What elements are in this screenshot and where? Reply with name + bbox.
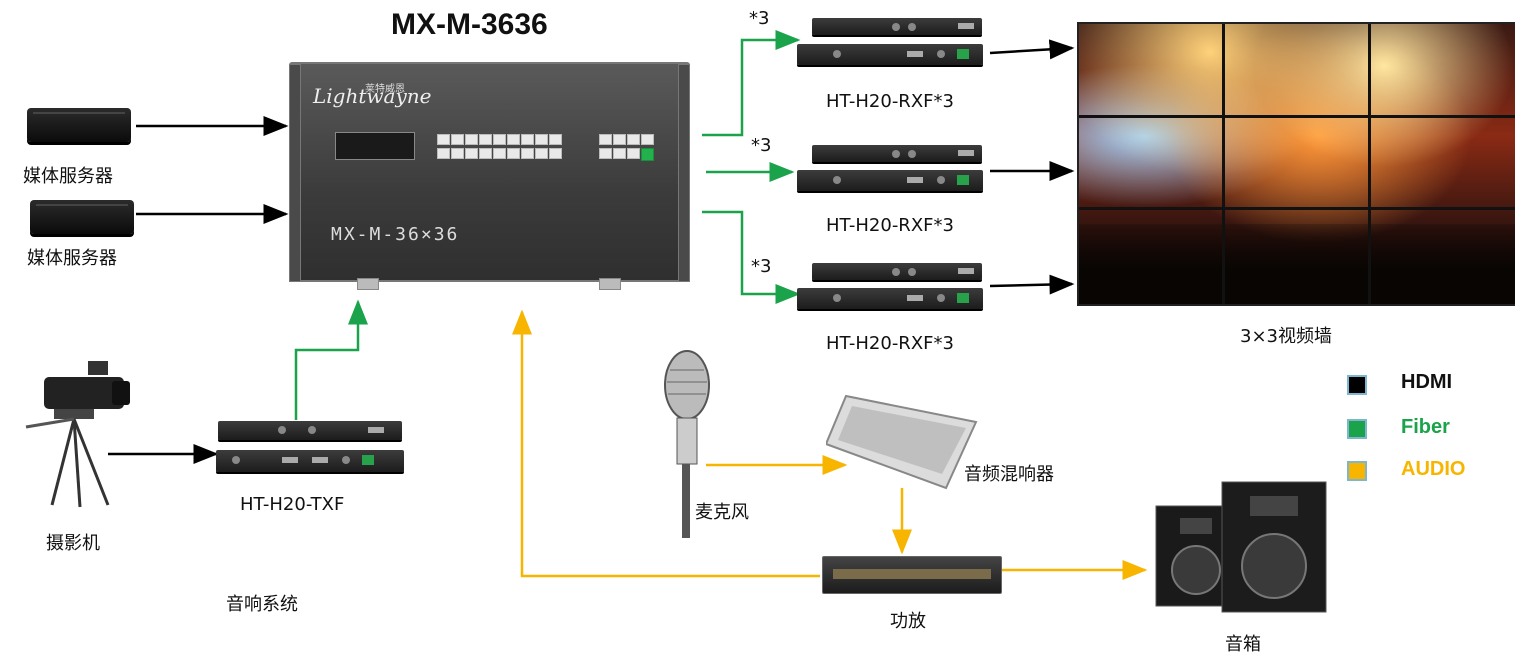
rack-ear-right: [678, 64, 690, 282]
media-server-label: 媒体服务器: [23, 166, 113, 187]
amplifier-label: 功放: [890, 611, 926, 632]
lcd-display: [335, 132, 415, 160]
matrix-switcher: Lightwayne 莱特威恩 MX-M-36×36: [289, 62, 690, 290]
speaker-icon: [1155, 481, 1327, 613]
media-server-icon: [30, 200, 134, 234]
video-camera-icon: [25, 361, 130, 508]
legend-label-fiber: Fiber: [1401, 416, 1450, 438]
transmitter-label: HT-H20-TXF: [240, 494, 345, 515]
video-wall-label: 3×3视频墙: [1240, 326, 1332, 347]
transmitter-unit: [216, 450, 404, 472]
input-buttons: [437, 134, 562, 159]
audio-line: [512, 309, 820, 578]
brand-logo: Lightwayne: [313, 84, 432, 108]
receiver-unit: [812, 18, 982, 35]
fiber-line: [702, 30, 801, 137]
amplifier-icon: [822, 556, 1002, 594]
video-wall-seam: [1222, 24, 1225, 304]
video-wall-seam: [1079, 115, 1515, 118]
video-wall-seam: [1079, 207, 1515, 210]
receiver-label: HT-H20-RXF*3: [826, 91, 954, 112]
video-wall-seam: [1368, 24, 1371, 304]
control-buttons: [599, 134, 654, 161]
receiver-unit: [797, 288, 983, 309]
fiber-line: [702, 210, 801, 304]
audio-mixer-icon: [826, 394, 978, 490]
matrix-foot: [357, 278, 379, 290]
receiver-count: *3: [751, 256, 772, 277]
audio-system-label: 音响系统: [226, 594, 298, 615]
media-server-icon: [27, 108, 131, 142]
receiver-unit: [797, 44, 983, 65]
receiver-unit: [812, 145, 982, 162]
legend-swatch-hdmi: [1347, 375, 1367, 395]
microphone-label: 麦克风: [695, 502, 749, 523]
fiber-line: [294, 299, 368, 420]
amplifier-panel: [833, 569, 991, 579]
video-wall: [1077, 22, 1515, 306]
receiver-count: *3: [751, 135, 772, 156]
media-server-label: 媒体服务器: [27, 248, 117, 269]
microphone-icon: [664, 350, 710, 538]
matrix-foot: [599, 278, 621, 290]
receiver-count: *3: [749, 8, 770, 29]
rack-ear-left: [289, 64, 301, 282]
legend-swatch-audio: [1347, 461, 1367, 481]
receiver-label: HT-H20-RXF*3: [826, 333, 954, 354]
hdmi-line: [989, 274, 1075, 295]
receiver-unit: [812, 263, 982, 280]
video-wall-crowd: [1079, 224, 1515, 304]
matrix-model-text: MX-M-36×36: [331, 224, 460, 245]
camera-label: 摄影机: [46, 533, 100, 554]
receiver-unit: [797, 170, 983, 191]
legend-label-hdmi: HDMI: [1401, 371, 1453, 393]
brand-logo-cn: 莱特威恩: [365, 84, 405, 95]
transmitter-unit: [218, 421, 402, 440]
legend-swatch-fiber: [1347, 419, 1367, 439]
diagram-title: MX-M-3636: [391, 8, 548, 41]
hdmi-line: [989, 39, 1075, 60]
legend-label-audio: AUDIO: [1401, 458, 1466, 480]
mixer-label: 音频混响器: [964, 464, 1054, 485]
receiver-label: HT-H20-RXF*3: [826, 215, 954, 236]
speaker-label: 音箱: [1225, 634, 1261, 655]
